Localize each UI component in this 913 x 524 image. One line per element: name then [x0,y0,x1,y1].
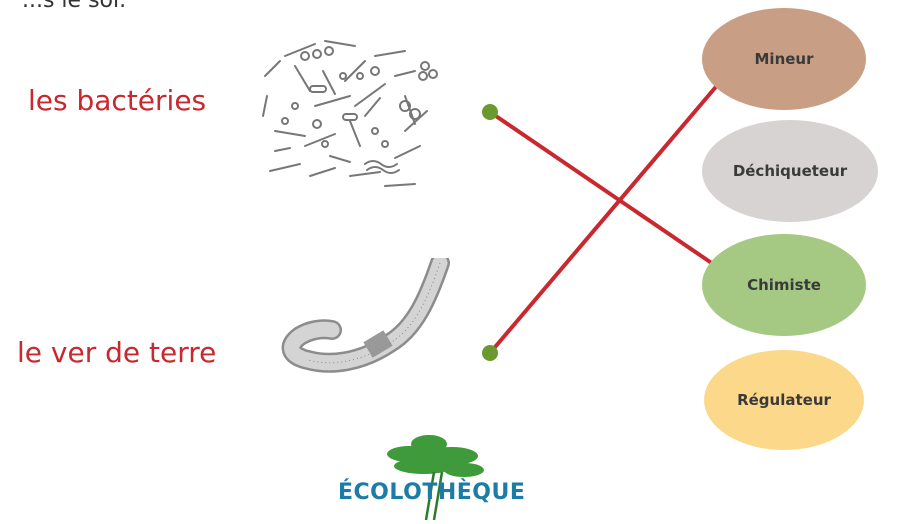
connector-dot-bacteries[interactable] [482,104,498,120]
role-chimiste-label: Chimiste [747,276,821,294]
role-chimiste[interactable]: Chimiste [702,234,866,336]
connector-ver-mineur [490,82,720,353]
connector-bacteries-chimiste [490,112,716,266]
role-regulateur-label: Régulateur [737,391,831,409]
tree-logo-icon [324,432,544,520]
role-mineur-label: Mineur [755,50,814,68]
logo-text: ÉCOLOTHÈQUE [338,480,525,505]
role-dechiqueteur-label: Déchiqueteur [733,162,847,180]
role-regulateur[interactable]: Régulateur [704,350,864,450]
role-mineur[interactable]: Mineur [702,8,866,110]
ecolotheque-logo: ÉCOLOTHÈQUE [324,432,544,520]
role-dechiqueteur[interactable]: Déchiqueteur [702,120,878,222]
connector-dot-ver-de-terre[interactable] [482,345,498,361]
